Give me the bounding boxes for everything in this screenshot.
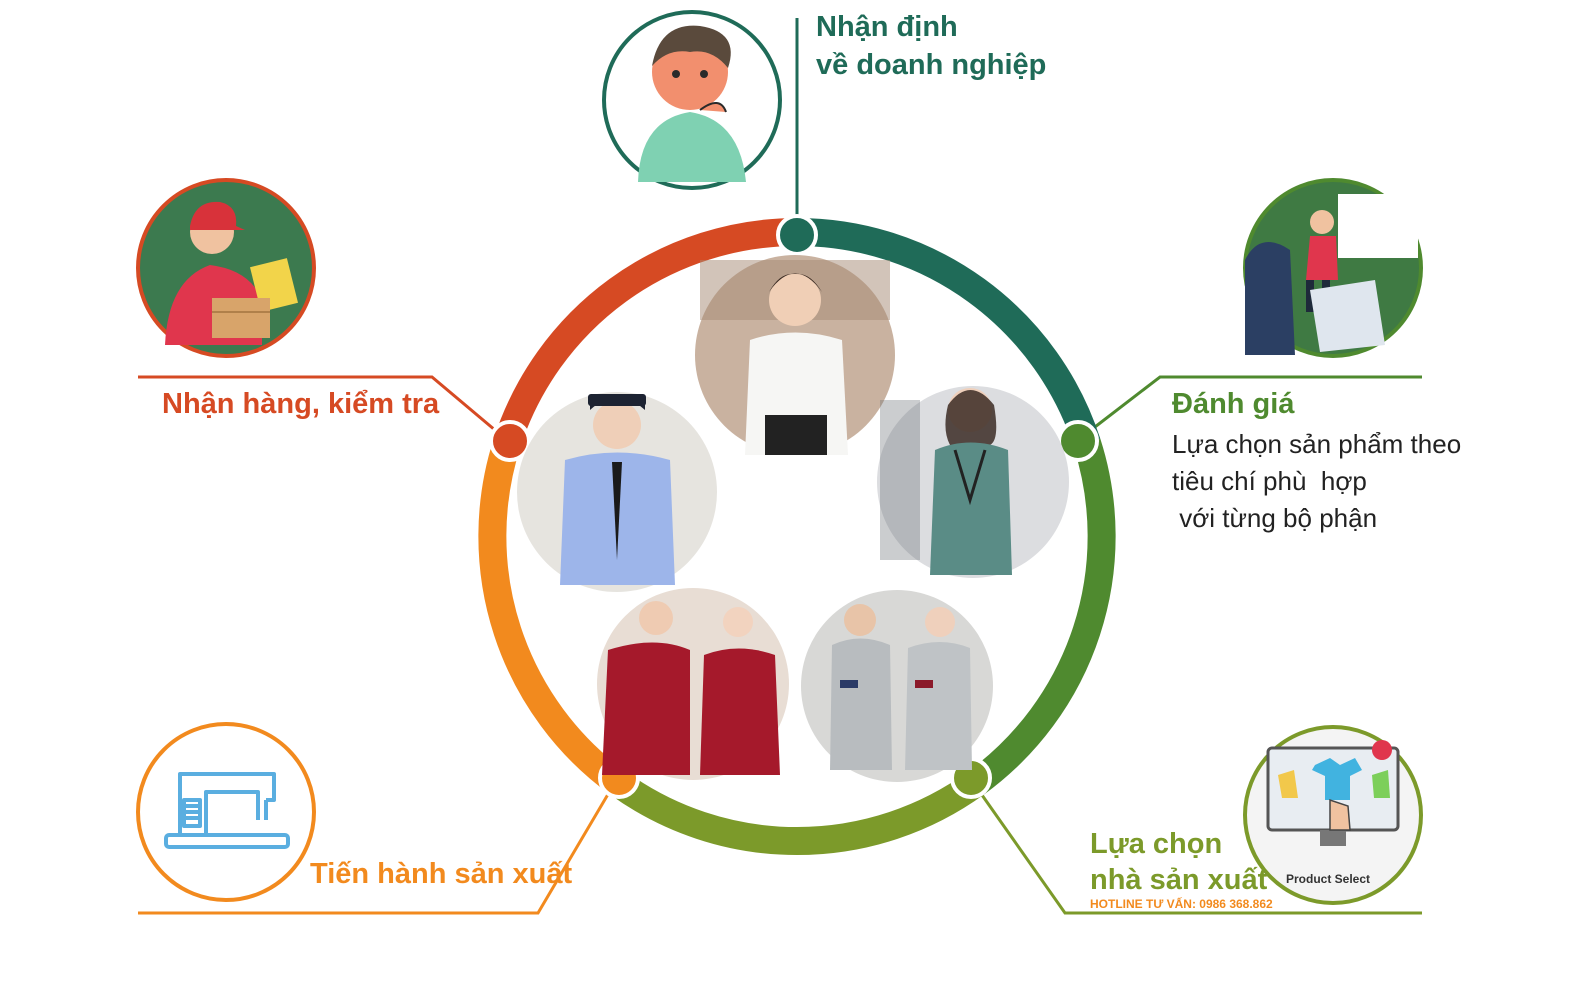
step-3-title-line-2: nhà sản xuất: [1090, 864, 1268, 896]
ring-arc-olive: [609, 771, 985, 855]
step-2-desc-line-1: Lựa chọn sản phẩm theo: [1172, 429, 1462, 459]
connector-line-step-5: [138, 375, 509, 443]
step-5-title: Nhận hàng, kiểm tra: [162, 388, 440, 420]
ring-arc-teal: [796, 218, 1101, 448]
hotline-text: HOTLINE TƯ VẤN: 0986 368.862: [1090, 897, 1273, 911]
security-uniform-photo: [517, 392, 717, 592]
connector-line-step-4: [138, 778, 619, 915]
worker-uniform-photo: [801, 590, 993, 782]
thinking-person-icon: [602, 10, 782, 190]
sewing-machine-icon: [136, 722, 316, 902]
step-2-title: Đánh giá: [1172, 388, 1295, 420]
suit-uniform-photo: [877, 386, 1069, 578]
node-dot-red: [489, 420, 531, 462]
step-2-description: Lựa chọn sản phẩm theo tiêu chí phù hợp …: [1172, 426, 1461, 537]
step-2-desc-line-2: tiêu chí phù hợp: [1172, 466, 1367, 496]
office-uniform-photo: [695, 255, 895, 455]
step-1-title-line-1: Nhận định: [816, 11, 958, 43]
restaurant-uniform-photo: [597, 588, 789, 780]
step-1-title-line-2: về doanh nghiệp: [816, 49, 1047, 81]
connector-line-step-3: [968, 777, 1422, 915]
step-3-title: Lựa chọn nhà sản xuất: [1090, 826, 1267, 898]
product-select-icon: [1243, 725, 1423, 905]
ring-arc-green: [967, 438, 1116, 795]
ring-arc-red: [493, 218, 798, 448]
step-3-title-line-1: Lựa chọn: [1090, 828, 1223, 860]
product-select-caption: Product Select: [1286, 872, 1371, 886]
step-2-desc-line-3: với từng bộ phận: [1172, 503, 1378, 533]
node-dot-teal: [776, 214, 818, 256]
step-4-title: Tiến hành sản xuất: [310, 858, 573, 890]
ring-arc-orange: [478, 438, 627, 795]
presentation-evaluation-icon: [1243, 178, 1423, 358]
delivery-person-icon: [136, 178, 316, 358]
step-1-title: Nhận định về doanh nghiệp: [816, 8, 1046, 84]
connector-line-step-2: [1077, 375, 1422, 442]
